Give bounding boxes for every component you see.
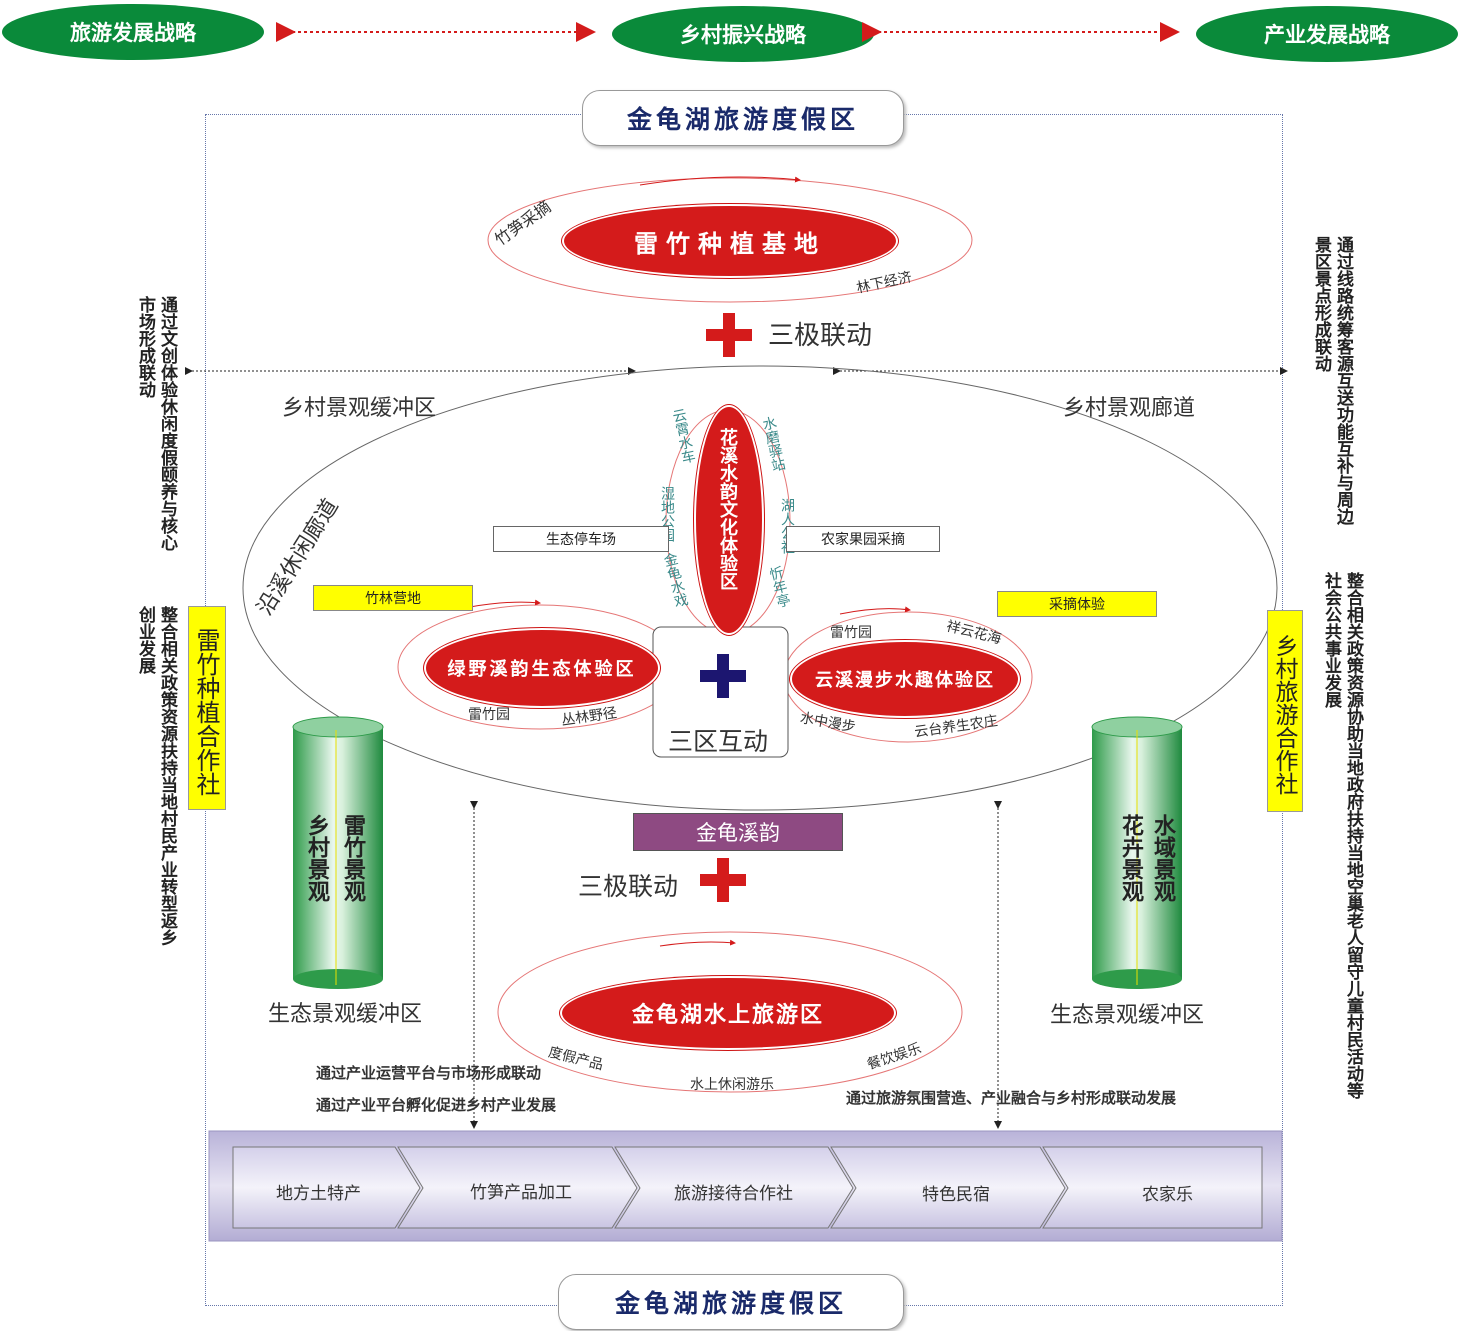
box-parking: 生态停车场	[493, 526, 669, 552]
culture-zone-title: 花溪水韵文化体验区	[717, 428, 738, 590]
chain-item-5: 农家乐	[1142, 1185, 1193, 1205]
strategy-rural: 乡村振兴战略	[612, 6, 874, 62]
green-zone: 绿野溪韵生态体验区	[424, 628, 660, 708]
box-bamboo-camp: 竹林营地	[313, 585, 473, 611]
linkage-bottom: 三极联动	[578, 872, 679, 901]
buffer-left: 乡村景观缓冲区	[282, 396, 437, 421]
cloud-tag-tl: 雷竹园	[830, 625, 872, 641]
strategy-industry-label: 产业发展战略	[1264, 23, 1390, 47]
left-note-top: 通过文创体验休闲度假颐养与核心市场形成联动	[135, 296, 177, 551]
pillar-left-col2: 乡村景观	[304, 814, 329, 902]
resort-title-bottom: 金龟湖旅游度假区	[558, 1274, 904, 1330]
coop-left: 雷竹种植合作社	[188, 606, 226, 810]
right-note-top: 通过线路统筹客源互送功能互补与周边景区景点形成联动	[1311, 236, 1353, 525]
bamboo-base-title: 雷竹种植基地	[634, 229, 826, 258]
strategy-tourism-label: 旅游发展战略	[70, 21, 196, 45]
pillar-right-shape	[1091, 716, 1183, 989]
box-picking-text: 采摘体验	[1049, 597, 1105, 613]
pillar-left-shape	[292, 716, 384, 989]
left-note-bottom: 整合相关政策资源扶持当地村民产业转型返乡创业发展	[135, 606, 177, 946]
box-bamboo-camp-text: 竹林营地	[365, 591, 421, 607]
core-ellipse	[242, 365, 1278, 811]
chain-chevrons	[232, 1146, 1263, 1229]
box-picking: 采摘体验	[997, 591, 1157, 617]
resort-title-top-text: 金龟湖旅游度假区	[626, 105, 859, 134]
green-zone-title: 绿野溪韵生态体验区	[447, 659, 637, 680]
cloud-zone: 云溪漫步水趣体验区	[790, 640, 1020, 718]
corridor-right: 乡村景观廊道	[1063, 396, 1196, 421]
plus-icon-center	[700, 654, 746, 698]
right-note-bottom: 整合相关政策资源协助当地政府扶持当地空巢老人留守儿童村民活动等社会公共事业发展	[1321, 572, 1363, 1099]
resort-title-top: 金龟湖旅游度假区	[582, 90, 904, 146]
strategy-tourism: 旅游发展战略	[2, 4, 264, 60]
chain-item-4: 特色民宿	[922, 1185, 990, 1205]
box-orchard-text: 农家果园采摘	[821, 532, 905, 548]
box-orchard: 农家果园采摘	[786, 526, 940, 552]
box-parking-text: 生态停车场	[546, 532, 616, 548]
plus-icon-bottom	[700, 858, 746, 902]
plus-icon-top	[706, 313, 752, 357]
jingui-text: 金龟溪韵	[696, 821, 780, 845]
resort-title-bottom-text: 金龟湖旅游度假区	[614, 1289, 847, 1318]
strategy-rural-label: 乡村振兴战略	[680, 23, 806, 47]
cloud-zone-title: 云溪漫步水趣体验区	[815, 670, 995, 691]
water-zone-title: 金龟湖水上旅游区	[631, 1003, 824, 1028]
chain-item-2: 竹笋产品加工	[470, 1183, 572, 1203]
bamboo-base: 雷竹种植基地	[562, 204, 898, 278]
note-bottom-left-2: 通过产业平台孵化促进乡村产业发展	[316, 1096, 557, 1114]
note-bottom-left-1: 通过产业运营平台与市场形成联动	[316, 1064, 542, 1082]
note-bottom-right-1: 通过旅游氛围营造、产业融合与乡村形成联动发展	[846, 1089, 1177, 1107]
chain-item-1: 地方土特产	[276, 1184, 361, 1204]
green-tag-left: 雷竹园	[468, 707, 510, 723]
water-zone: 金龟湖水上旅游区	[560, 976, 896, 1050]
pillar-right-col2: 花卉景观	[1118, 814, 1143, 902]
chain-item-3: 旅游接待合作社	[674, 1184, 793, 1204]
pillar-left-col1: 雷竹景观	[340, 814, 365, 902]
eco-buffer-right: 生态景观缓冲区	[1050, 1003, 1205, 1028]
water-tag-bottom: 水上休闲游乐	[690, 1077, 774, 1093]
strategy-industry: 产业发展战略	[1196, 6, 1458, 62]
coop-right: 乡村旅游合作社	[1267, 610, 1303, 812]
three-zone-label: 三区互动	[668, 727, 769, 756]
culture-zone	[694, 405, 764, 635]
linkage-top: 三极联动	[768, 321, 873, 351]
eco-buffer-left: 生态景观缓冲区	[268, 1002, 423, 1027]
jingui-bar: 金龟溪韵	[633, 813, 843, 851]
pillar-right-col1: 水域景观	[1150, 814, 1175, 902]
